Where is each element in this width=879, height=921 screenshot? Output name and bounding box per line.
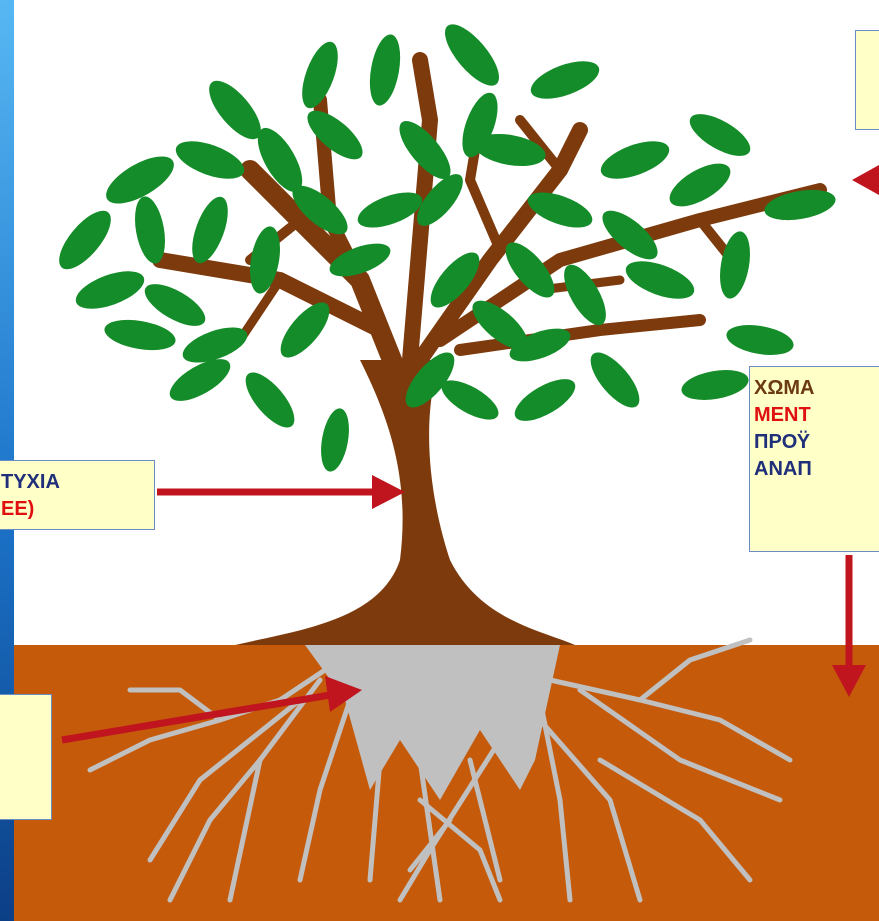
soil-callout: ΧΩΜΑ ΜΕΝΤ ΠΡΟΫ ΑΝΑΠ	[749, 366, 879, 552]
roots-arrow	[61, 691, 331, 744]
trunk-callout: ΤΥΧΙΑ ΕΕ)	[0, 460, 155, 530]
trunk	[235, 360, 575, 645]
trunk-arrowhead	[372, 475, 405, 509]
soil-arrowhead	[832, 665, 866, 697]
roots-arrowhead	[325, 676, 362, 712]
soil-callout-line-1: ΧΩΜΑ	[754, 377, 815, 399]
soil-callout-line-2: ΜΕΝΤ	[754, 404, 811, 426]
roots-callout	[0, 694, 52, 820]
leaves-callout	[855, 30, 879, 130]
leaves	[59, 24, 836, 472]
trunk-callout-line-1: ΤΥΧΙΑ	[1, 471, 60, 493]
leaves-arrowhead	[852, 165, 879, 195]
soil-callout-line-4: ΑΝΑΠ	[754, 458, 812, 480]
soil-callout-line-3: ΠΡΟΫ	[754, 431, 811, 453]
trunk-callout-line-2: ΕΕ)	[1, 498, 35, 520]
pointer-arrows	[61, 165, 879, 744]
roots	[87, 637, 793, 903]
